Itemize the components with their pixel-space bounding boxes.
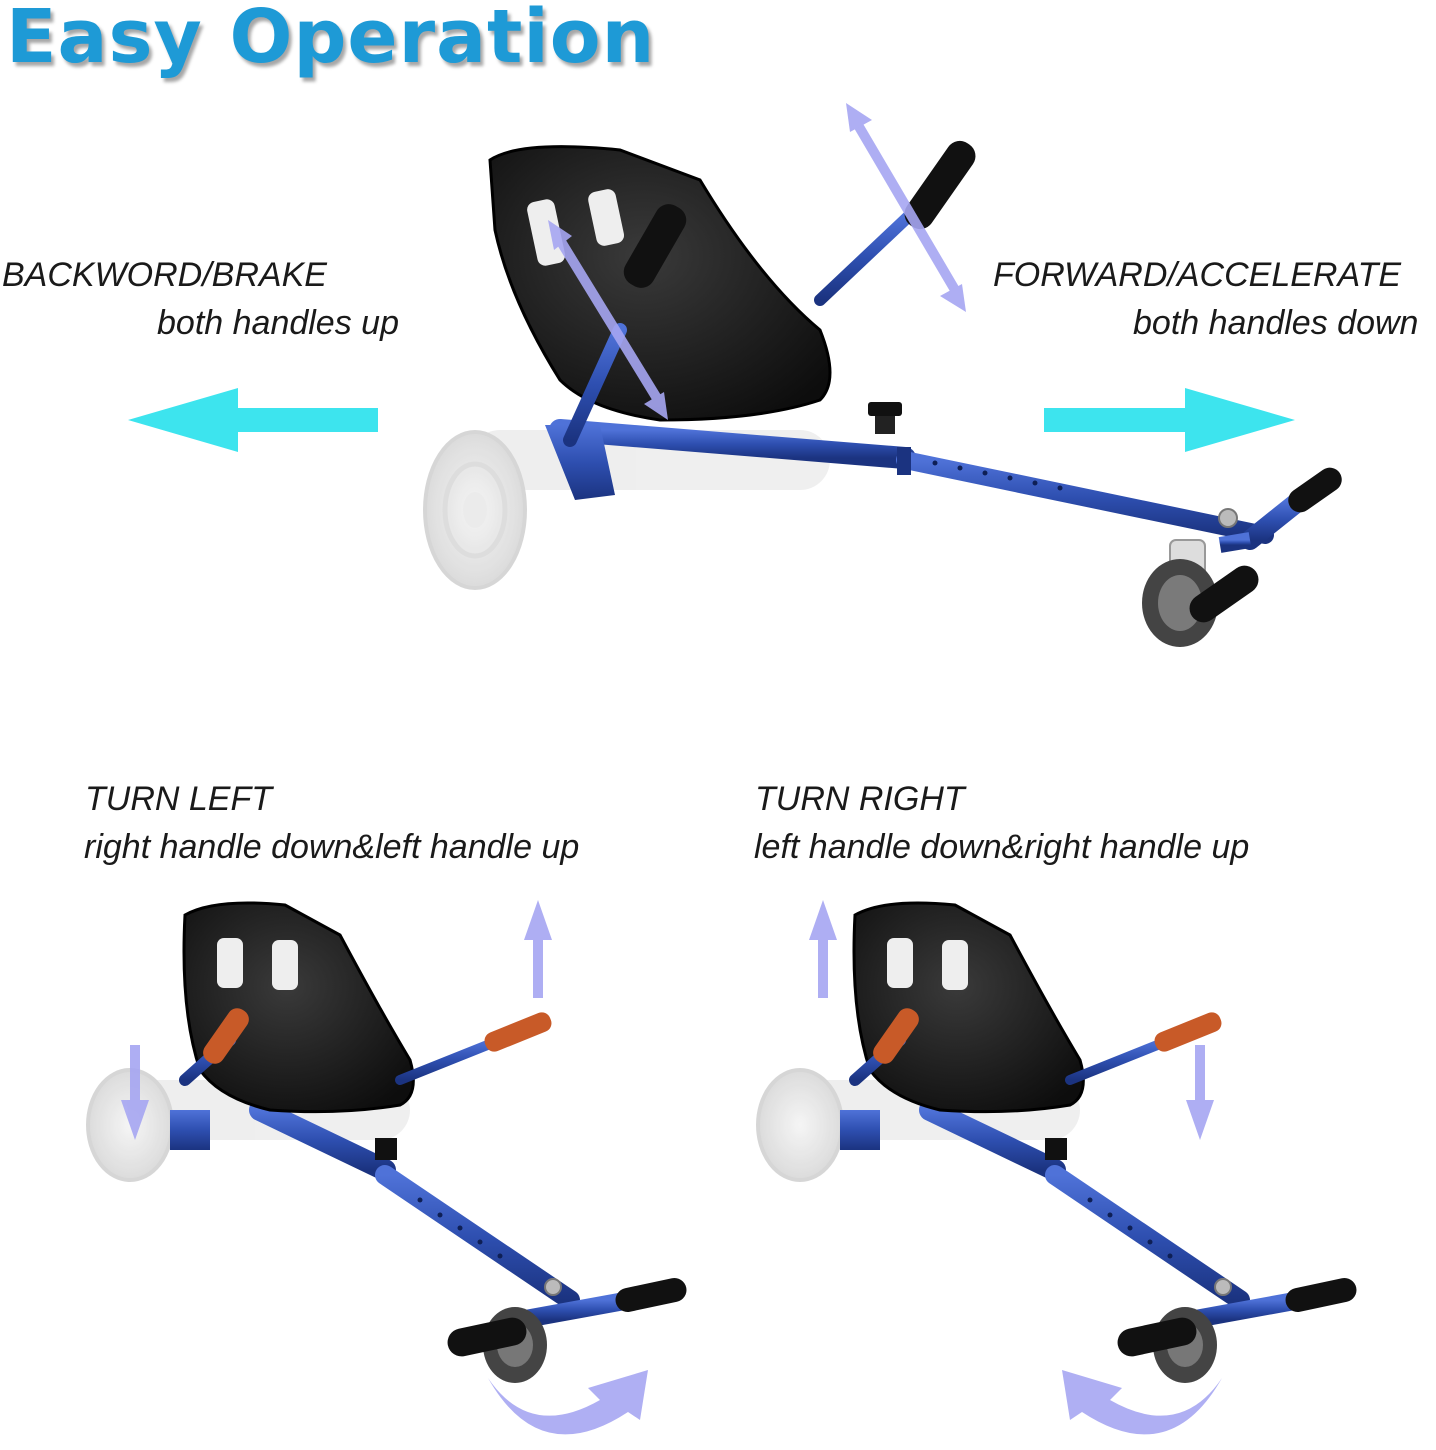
turn-right-hint: left handle down&right handle up (754, 828, 1250, 866)
kart-turn-right (756, 900, 1357, 1435)
page-title: Easy Operation (6, 0, 656, 80)
brake-label: BACKWORD/BRAKE (2, 256, 327, 294)
turn-left-label: TURN LEFT (85, 780, 272, 818)
forward-arrow (1044, 388, 1295, 452)
turn-left-hint: right handle down&left handle up (84, 828, 580, 866)
accelerate-hint: both handles down (1133, 304, 1419, 342)
kart-turn-left (86, 900, 687, 1435)
kart-top (128, 103, 1342, 647)
turn-right-label: TURN RIGHT (755, 780, 965, 818)
brake-hint: both handles up (157, 304, 399, 342)
accelerate-label: FORWARD/ACCELERATE (993, 256, 1402, 294)
backward-arrow (128, 388, 378, 452)
